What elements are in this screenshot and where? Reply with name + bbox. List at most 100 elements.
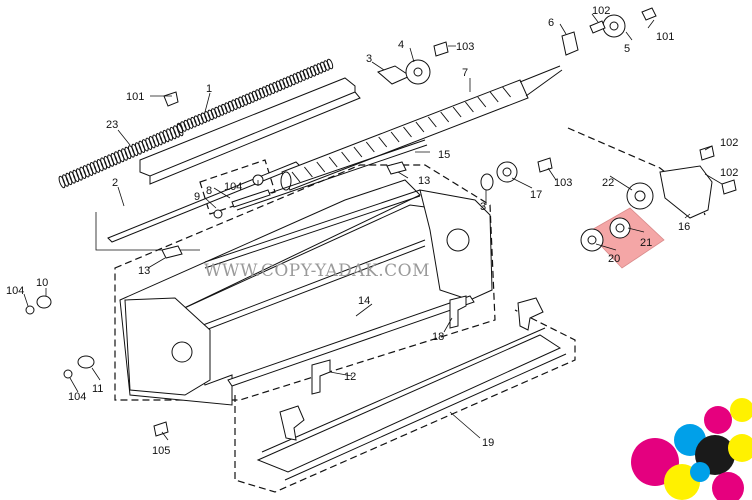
coil-turn (82, 165, 90, 178)
gear-22-hub (634, 190, 646, 202)
coil-turn (299, 70, 306, 81)
roller-band (390, 131, 400, 143)
coil-turn (93, 160, 101, 173)
bracket-16 (659, 165, 713, 219)
screw-102-top (589, 20, 606, 34)
bracket-3-top (377, 65, 412, 85)
callout-101-top: 101 (656, 31, 674, 43)
coil-turn (302, 68, 310, 80)
callout-19: 19 (482, 437, 494, 449)
gear-4-hub (413, 67, 423, 77)
callout-104-left-top: 104 (6, 285, 24, 297)
coil-turn (58, 175, 66, 189)
roller-band (316, 161, 326, 173)
coil-turn (262, 86, 269, 97)
coil-turn (251, 90, 259, 102)
coil-turn (221, 103, 228, 115)
roller-band (328, 156, 338, 168)
coil-turn (152, 134, 160, 147)
callout-3-right: 3 (480, 201, 486, 213)
leader-lines (23, 13, 723, 441)
coil-turn (117, 149, 125, 163)
screw-103-top (433, 41, 449, 57)
coil-turn (114, 151, 121, 164)
coil-turn (197, 114, 204, 125)
roller-7-shaft (519, 65, 563, 97)
callout-4: 4 (398, 39, 404, 51)
spring-top (176, 58, 334, 134)
roller-7-texture (291, 86, 511, 183)
callout-103-top: 103 (456, 41, 474, 53)
e-ring-104-left-bottom (63, 369, 73, 379)
screw-102-right-b (721, 179, 737, 195)
coil-turn (159, 131, 167, 144)
frame-left-plate (124, 297, 211, 396)
coil-turn (131, 143, 139, 157)
callout-101-left: 101 (126, 91, 144, 103)
coil-turn (103, 155, 111, 169)
roller-band (465, 101, 474, 113)
coil-turn (238, 96, 245, 108)
coil-turn (176, 122, 184, 134)
gear-20-hub (587, 235, 597, 245)
coil-turn (183, 119, 190, 131)
coil-turn (275, 80, 283, 92)
callout-14: 14 (358, 295, 370, 307)
callout-7: 7 (462, 67, 468, 79)
coil-turn (306, 67, 313, 78)
coil-turn (200, 112, 208, 124)
coil-turn (279, 79, 286, 90)
coil-turn (231, 99, 238, 110)
callout-9: 9 (194, 191, 200, 203)
callout-10: 10 (36, 277, 48, 289)
callout-20: 20 (608, 253, 620, 265)
clip-19-right (517, 297, 544, 331)
bush-3-right (480, 173, 494, 191)
callout-17: 17 (530, 189, 542, 201)
coil-turn (124, 146, 132, 160)
coil-turn (309, 66, 317, 77)
gear-21-hub (615, 223, 625, 233)
frame-rod-lower (189, 239, 426, 337)
coil-turn (190, 116, 197, 128)
coil-turn (110, 152, 118, 166)
callout-18: 18 (432, 331, 444, 343)
collar-9 (213, 209, 223, 219)
screw-101-top (641, 7, 657, 21)
coil-turn (148, 136, 156, 149)
coil-turn (227, 100, 235, 112)
coil-turn (169, 126, 177, 140)
coil-turn (265, 84, 272, 96)
coil-turn (141, 139, 149, 152)
callout-22: 22 (602, 177, 614, 189)
coil-turn (187, 118, 194, 129)
coil-turn (207, 109, 214, 121)
coil-turn (313, 64, 320, 76)
coil-turn (272, 82, 279, 93)
callout-102-top: 102 (592, 5, 610, 17)
yadak-logo (631, 398, 752, 500)
roller-band (304, 166, 313, 178)
frame-group-outline (114, 164, 496, 401)
callout-12: 12 (344, 371, 356, 383)
coil-turn (241, 95, 248, 106)
guide-18 (449, 295, 467, 329)
coil-turn (320, 61, 327, 73)
pad-13-right (386, 161, 407, 175)
callout-13-right: 13 (418, 175, 430, 187)
clip-19-left (279, 405, 305, 441)
screw-101-left (163, 91, 179, 107)
rail-19 (256, 334, 562, 473)
callout-6: 6 (548, 17, 554, 29)
highlight-gear-21 (587, 207, 665, 269)
coil-turn (289, 74, 296, 86)
roller-band (403, 126, 412, 138)
bush-11 (77, 355, 95, 369)
coil-turn (68, 171, 76, 184)
coil-turn (224, 102, 231, 113)
callout-105: 105 (152, 445, 170, 457)
coil-turn (65, 172, 73, 186)
coil-turn (107, 154, 115, 167)
callout-5: 5 (624, 43, 630, 55)
roller-band (427, 116, 437, 128)
